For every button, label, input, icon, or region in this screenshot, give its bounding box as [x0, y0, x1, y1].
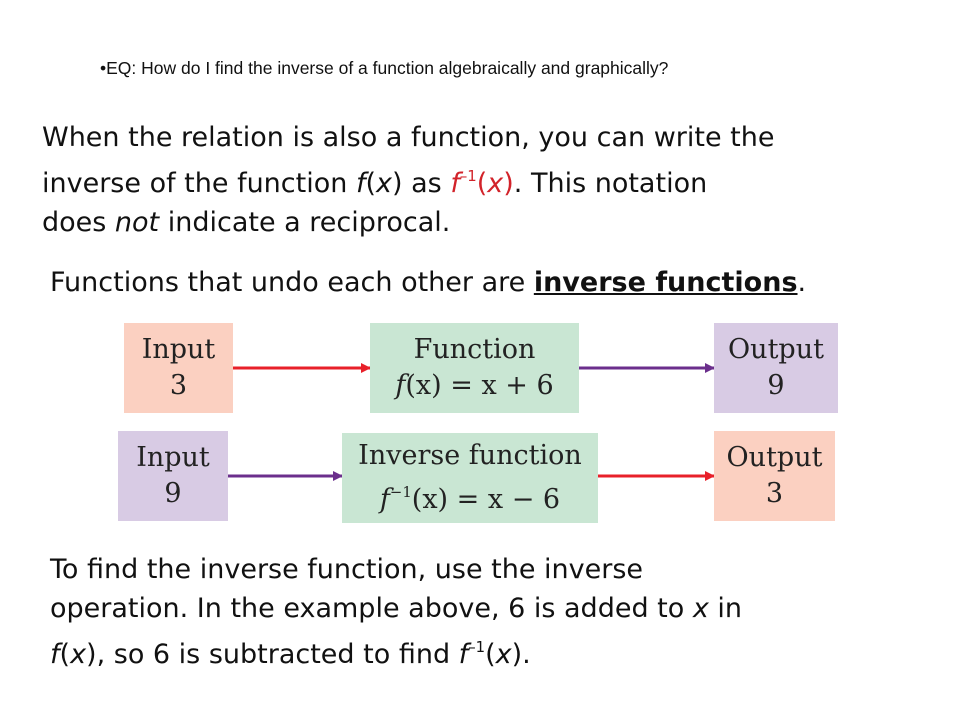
definition-line: Functions that undo each other are inver…: [50, 267, 807, 298]
intro-line-1: When the relation is also a function, yo…: [42, 122, 775, 153]
intro-paragraph: When the relation is also a function, yo…: [42, 118, 774, 242]
essential-question: •EQ: How do I find the inverse of a func…: [100, 58, 669, 78]
row1-input-box: Input 3: [124, 323, 233, 413]
intro-line-3: does not indicate a reciprocal.: [42, 207, 451, 239]
row1-output-box: Output 9: [714, 323, 838, 413]
row2-output-box: Output 3: [714, 431, 835, 521]
method-line-1: To find the inverse function, use the in…: [50, 554, 644, 585]
row2-inverse-function-box: Inverse function f−1(x) = x − 6: [342, 433, 598, 523]
inverse-functions-term: inverse functions: [533, 267, 798, 298]
method-line-3: f(x), so 6 is subtracted to find f–1(x).: [50, 638, 531, 671]
method-paragraph: To find the inverse function, use the in…: [50, 550, 742, 674]
method-line-2: operation. In the example above, 6 is ad…: [50, 593, 743, 624]
intro-line-2: inverse of the function f(x) as f–1(x). …: [42, 167, 708, 200]
row1-function-box: Function f(x) = x + 6: [370, 323, 579, 413]
inverse-notation: f–1(x): [450, 167, 514, 200]
row2-input-box: Input 9: [118, 431, 228, 521]
